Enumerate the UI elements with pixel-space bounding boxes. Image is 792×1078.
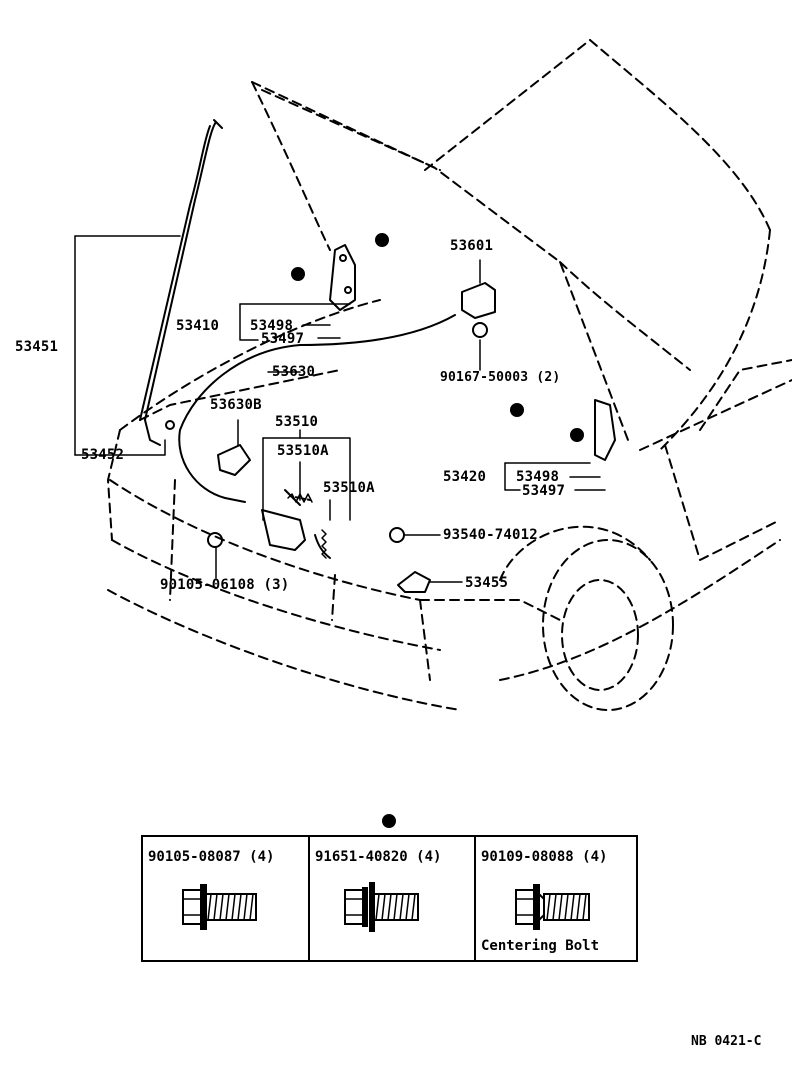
washer-bolt-icon (344, 882, 419, 932)
label-53420: 53420 (443, 469, 487, 485)
cushion-grommets (165, 233, 584, 828)
label-53497-right: 53497 (522, 483, 566, 499)
centering-bolt-note: Centering Bolt (481, 938, 600, 954)
fastener-cell-3: 90109-08088 (4) Centering Bolt (474, 837, 636, 960)
leader-lines (74, 235, 606, 583)
fastener-part-1: 90105-08087 (4) (148, 849, 275, 865)
car-body (107, 299, 792, 711)
label-53510a-1: 53510A (277, 443, 329, 459)
label-53510a-2: 53510A (323, 480, 375, 496)
label-53630: 53630 (272, 364, 316, 380)
label-90105: 90105-06108 (3) (160, 577, 290, 593)
fastener-part-2: 91651-40820 (4) (315, 849, 442, 865)
hood-hinge-left (329, 244, 356, 311)
label-90167: 90167-50003 (2) (440, 370, 561, 385)
label-53451: 53451 (15, 339, 59, 355)
label-93540: 93540-74012 (443, 527, 538, 543)
label-53498-left: 53498 (250, 318, 294, 334)
striker-53455 (397, 571, 431, 593)
hood-support-rod (139, 119, 223, 446)
cable-clamp (217, 444, 251, 476)
fastener-part-3: 90109-08088 (4) (481, 849, 608, 865)
label-53452: 53452 (81, 447, 125, 463)
centering-bolt-icon (515, 884, 590, 930)
label-53510: 53510 (275, 414, 319, 430)
hood-hinge-right (594, 399, 616, 461)
label-53497-left: 53497 (261, 331, 305, 347)
flange-bolt-icon (182, 884, 257, 930)
hood-panel (251, 39, 771, 451)
label-53410: 53410 (176, 318, 220, 334)
label-53455: 53455 (465, 575, 509, 591)
s-marks (389, 322, 488, 543)
hood-lock (261, 489, 331, 559)
label-53601: 53601 (450, 238, 494, 254)
lock-bracket-53601 (461, 282, 496, 319)
fastener-table: 90105-08087 (4) 91651-40820 (4) 9 (141, 835, 638, 962)
label-53630b: 53630B (210, 397, 262, 413)
release-cable (178, 314, 456, 503)
front-wheel (542, 539, 674, 711)
fastener-cell-1: 90105-08087 (4) (143, 837, 308, 960)
diagram-code: NB 0421-C (691, 1034, 762, 1049)
label-53498-right: 53498 (516, 469, 560, 485)
springs (287, 493, 327, 559)
fastener-cell-2: 91651-40820 (4) (308, 837, 474, 960)
